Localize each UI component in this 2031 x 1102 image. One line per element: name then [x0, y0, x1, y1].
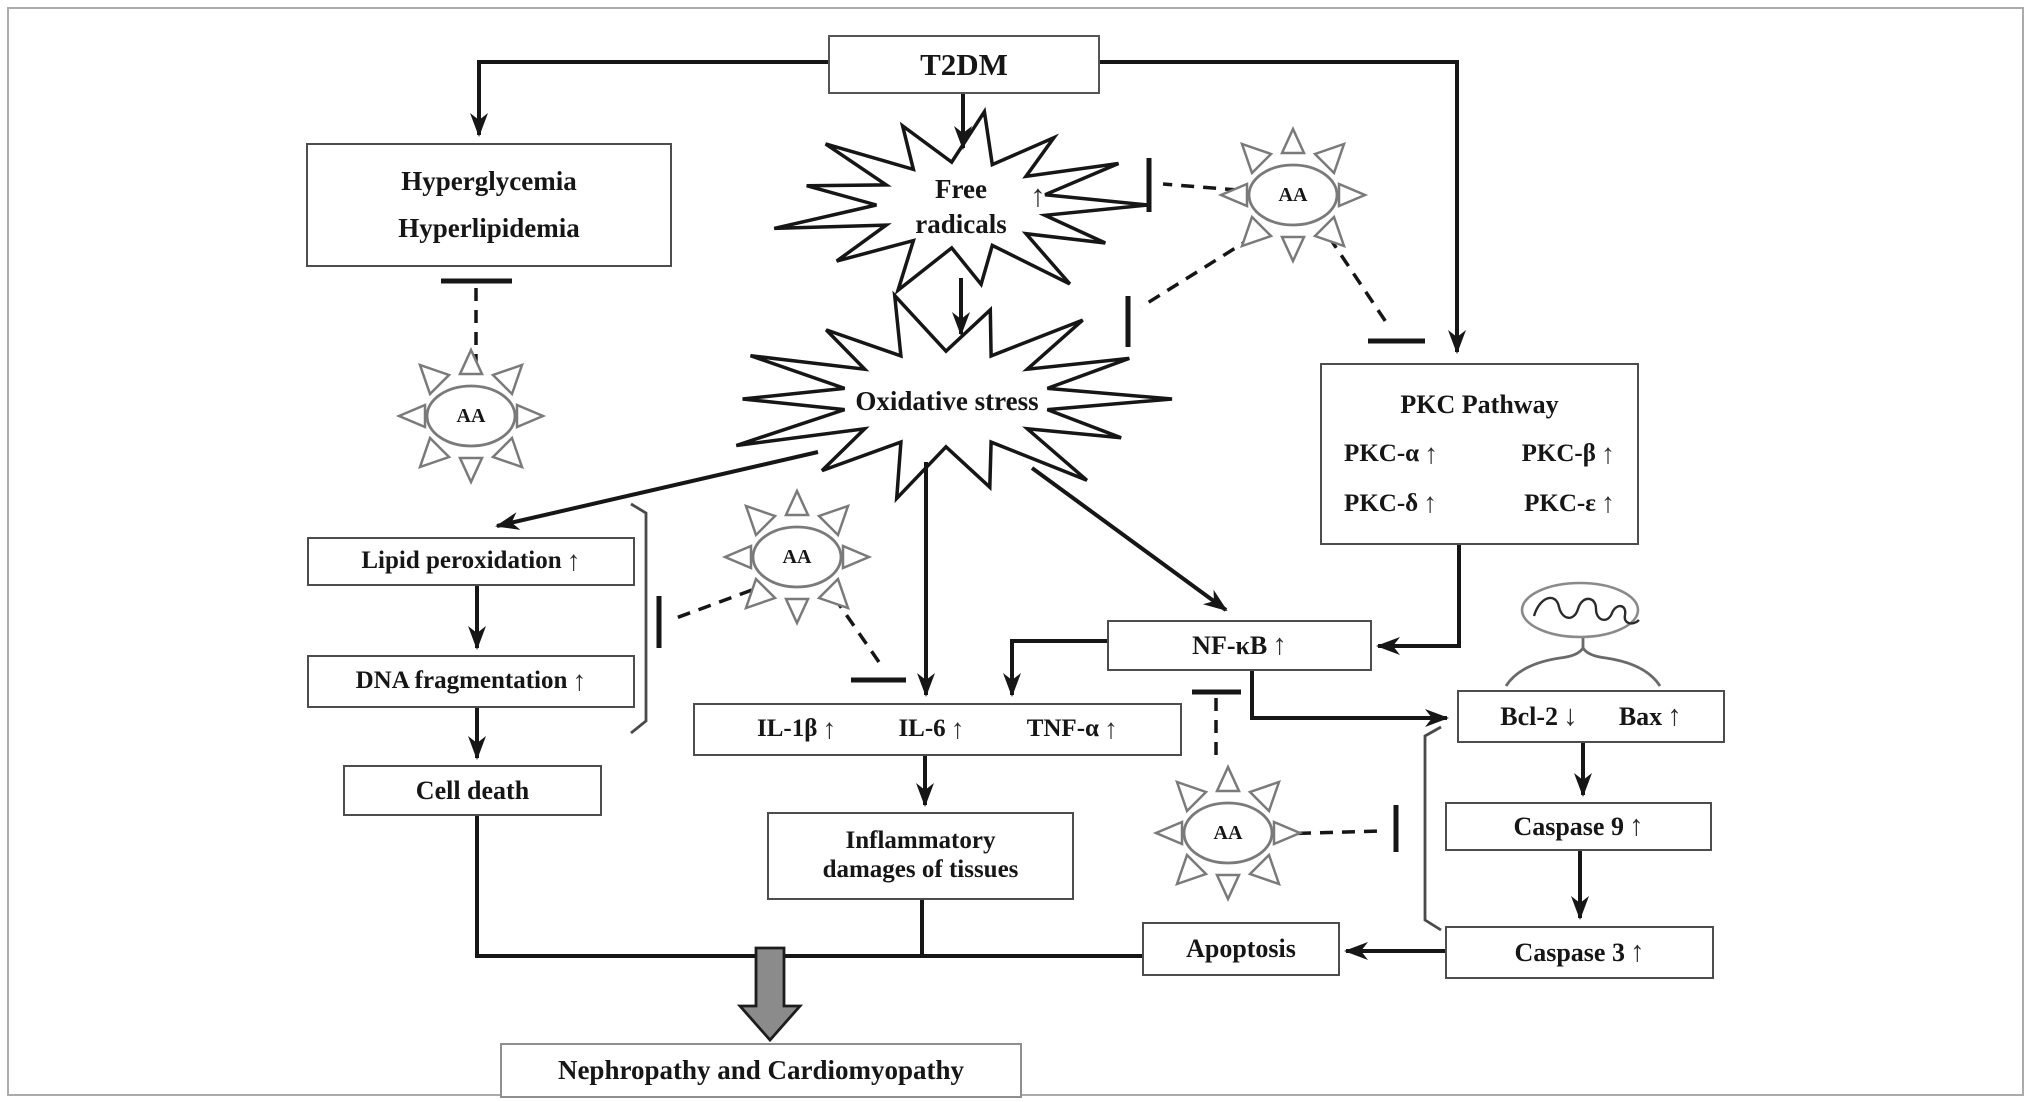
pkc-alpha: PKC-α↑	[1344, 438, 1439, 470]
up-arrow: ↑	[566, 545, 581, 577]
node-dna-fragmentation: DNA fragmentation ↑	[307, 655, 635, 708]
dash-aa-topright-to-freeradicals	[1162, 182, 1239, 192]
aa-label-middle: AA	[782, 546, 812, 568]
aa-label-top-right: AA	[1278, 184, 1308, 206]
up-arrow: ↑	[1103, 713, 1118, 745]
up-arrow: ↑	[1272, 628, 1287, 661]
pkc-title: PKC Pathway	[1400, 389, 1559, 419]
outcome-block-arrow	[736, 946, 804, 1043]
up-arrow: ↑	[1629, 935, 1645, 968]
lipid-label: Lipid peroxidation	[361, 547, 562, 575]
up-arrow: ↑	[1628, 809, 1644, 842]
up-arrow: ↑	[572, 665, 587, 697]
up-arrow: ↑	[822, 713, 837, 745]
up-arrow: ↑	[950, 713, 965, 745]
nephropathy-label: Nephropathy and Cardiomyopathy	[557, 1054, 965, 1085]
mitochondria-cristae	[1532, 596, 1640, 625]
node-bcl2-bax: Bcl-2↓ Bax↑	[1457, 690, 1725, 743]
node-nfkb: NF-κB ↑	[1107, 620, 1372, 671]
down-arrow: ↓	[1563, 699, 1578, 732]
aa-label-left: AA	[456, 405, 486, 427]
free-radicals-up-arrow: ↑	[1030, 178, 1046, 213]
free-radicals-label: Free radicals	[915, 174, 1007, 240]
pkc-row-2: PKC-δ↑ PKC-ε↑	[1344, 487, 1615, 519]
node-nephropathy-cardiomyopathy: Nephropathy and Cardiomyopathy	[500, 1043, 1022, 1098]
up-arrow: ↑	[1423, 487, 1438, 519]
node-caspase9: Caspase 9 ↑	[1445, 802, 1712, 851]
bcl2: Bcl-2↓	[1500, 699, 1578, 732]
pkc-row-1: PKC-α↑ PKC-β↑	[1344, 440, 1615, 469]
nfkb-label: NF-κB	[1192, 630, 1268, 660]
bracket-caspase-cascade	[1423, 725, 1442, 932]
caspase3-label: Caspase 3	[1514, 937, 1625, 967]
free-radicals-burst	[773, 106, 1149, 296]
il-6: IL-6↑	[898, 713, 965, 745]
arrow-nfkb-to-bcl2	[1250, 667, 1449, 727]
arrow-oxidative-to-nfkb	[1030, 466, 1228, 612]
mitochondria-icon	[1520, 581, 1640, 639]
dash-aa-right-to-caspase-bracket	[1275, 829, 1383, 836]
apoptosis-label: Apoptosis	[1186, 934, 1296, 964]
brackets	[630, 502, 1662, 932]
up-arrow: ↑	[1667, 699, 1682, 732]
arrow-oxidative-to-lipid	[495, 450, 819, 530]
up-arrow: ↑	[1424, 438, 1439, 470]
node-caspase3: Caspase 3 ↑	[1445, 926, 1714, 979]
node-inflammatory-damages: Inflammatory damages of tissues	[767, 812, 1074, 900]
arrow-nfkb-to-il	[1003, 639, 1107, 697]
node-hyperglycemia-hyperlipidemia: Hyperglycemia Hyperlipidemia	[306, 143, 672, 267]
dash-aa-middle-to-bracket	[675, 588, 753, 620]
cell-death-label: Cell death	[415, 775, 530, 805]
arrow-pkc-to-nfkb	[1376, 535, 1461, 655]
up-arrow: ↑	[1600, 487, 1615, 519]
node-lipid-peroxidation: Lipid peroxidation ↑	[307, 537, 635, 586]
inflammatory-line2: damages of tissues	[822, 856, 1019, 883]
hyperlipidemia-label: Hyperlipidemia	[398, 213, 580, 243]
inflammatory-line1: Inflammatory	[845, 827, 996, 855]
solid-arrows	[468, 60, 1592, 960]
t2dm-label: T2DM	[920, 46, 1008, 82]
dash-aa-topright-to-oxidative	[1140, 235, 1254, 309]
dash-aa-topright-to-pkc	[1327, 236, 1392, 329]
pkc-beta: PKC-β↑	[1521, 438, 1615, 470]
dash-aa-middle-to-il	[832, 596, 883, 666]
hyperglycemia-label: Hyperglycemia	[401, 165, 577, 196]
bracket-lipid-dna	[630, 502, 648, 735]
dna-label: DNA fragmentation	[355, 667, 568, 695]
pkc-epsilon: PKC-ε↑	[1524, 487, 1615, 519]
up-arrow: ↑	[1600, 438, 1615, 470]
node-cytokines: IL-1β↑ IL-6↑ TNF-α↑	[693, 703, 1182, 756]
node-apoptosis: Apoptosis	[1142, 922, 1340, 976]
brace-mitochondria	[1504, 645, 1662, 687]
caspase9-label: Caspase 9	[1513, 811, 1624, 841]
oxidative-stress-burst	[735, 290, 1173, 504]
aa-label-right: AA	[1213, 822, 1243, 844]
node-pkc-pathway: PKC Pathway PKC-α↑ PKC-β↑ PKC-δ↑ PKC-ε↑	[1320, 363, 1639, 545]
il-1b: IL-1β↑	[757, 713, 837, 745]
oxidative-stress-label: Oxidative stress	[855, 386, 1039, 416]
tnf-alpha: TNF-α↑	[1026, 713, 1118, 745]
node-cell-death: Cell death	[343, 765, 602, 816]
node-t2dm: T2DM	[828, 35, 1100, 94]
pkc-delta: PKC-δ↑	[1344, 487, 1438, 519]
bax: Bax↑	[1618, 699, 1682, 732]
